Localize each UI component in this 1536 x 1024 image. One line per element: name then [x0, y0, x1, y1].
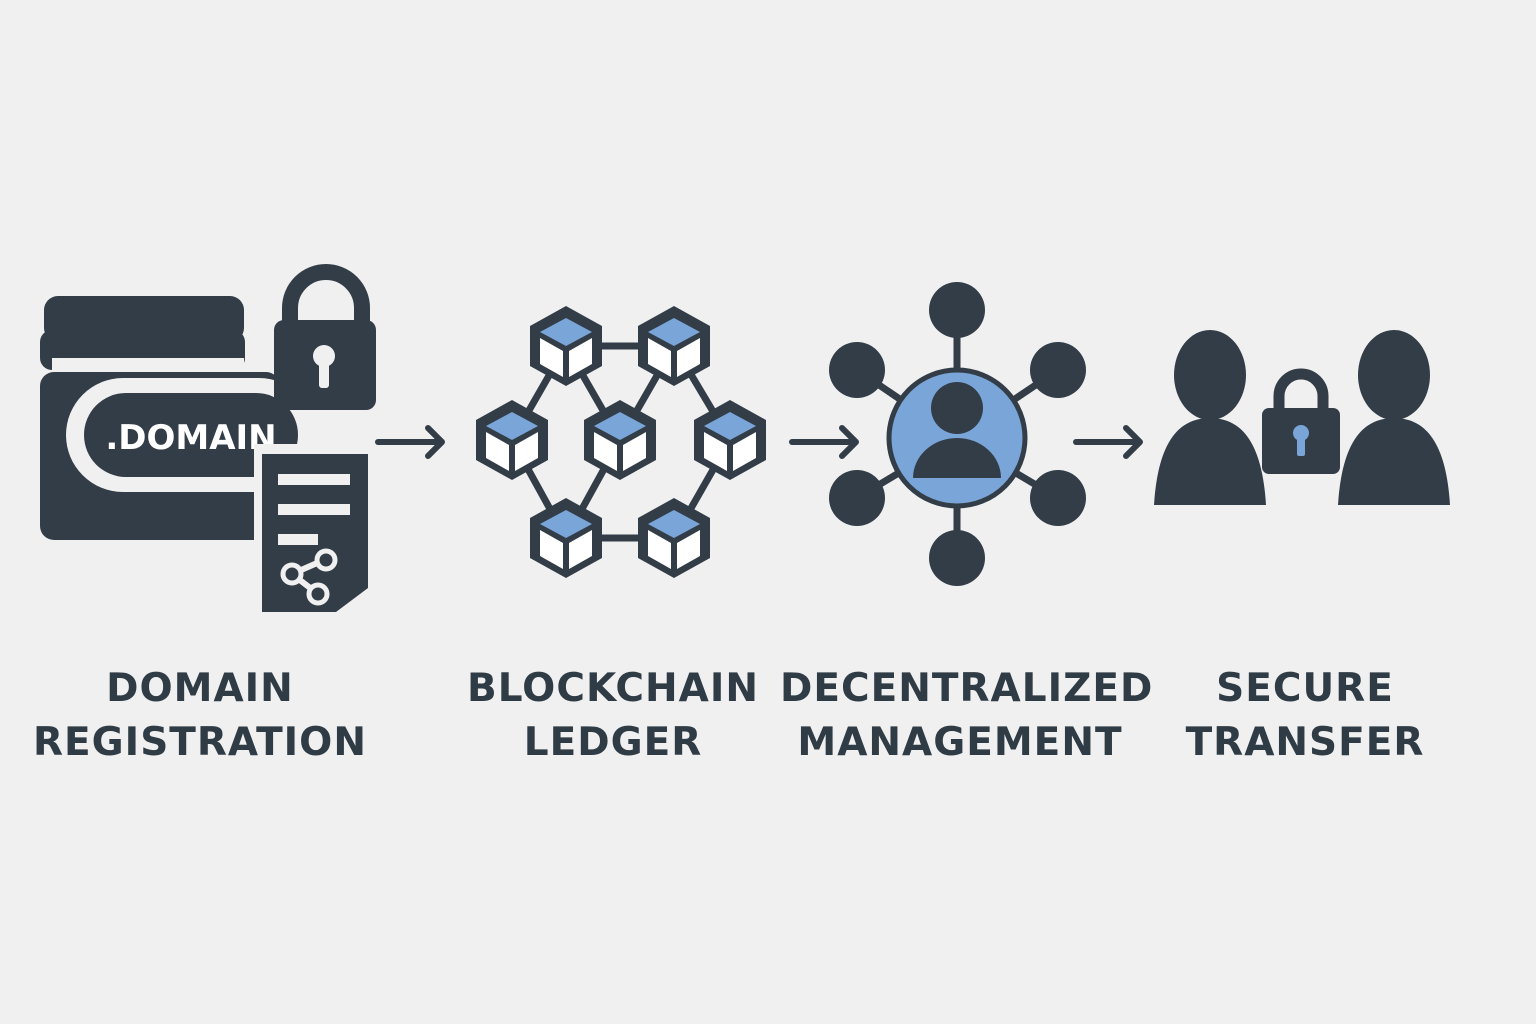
- block-cube: [530, 306, 602, 386]
- arrow-right-icon: [375, 425, 445, 459]
- network-user-icon: [829, 282, 1086, 586]
- step-label-line: LEDGER: [523, 720, 703, 765]
- block-cube: [476, 400, 548, 480]
- arrow-right-icon: [789, 425, 859, 459]
- block-cube: [638, 306, 710, 386]
- arrow-right-icon: [1073, 425, 1143, 459]
- block-cube: [694, 400, 766, 480]
- users-lock-icon: [1154, 330, 1450, 505]
- padlock-icon: [1262, 368, 1340, 474]
- step-label-line: TRANSFER: [1185, 720, 1425, 765]
- step-label-blockchain-ledger: BLOCKCHAIN LEDGER: [433, 662, 793, 770]
- step-label-domain-registration: DOMAIN REGISTRATION: [20, 662, 380, 770]
- step-label-line: REGISTRATION: [33, 720, 367, 765]
- user-left-icon: [1154, 330, 1266, 505]
- blockchain-cubes-icon: [476, 306, 766, 578]
- block-cube: [584, 400, 656, 480]
- padlock-icon: [274, 264, 376, 410]
- step-label-line: DECENTRALIZED: [780, 666, 1154, 711]
- step-label-line: DOMAIN: [106, 666, 294, 711]
- step-label-line: MANAGEMENT: [797, 720, 1123, 765]
- step-label-secure-transfer: SECURE TRANSFER: [1125, 662, 1485, 770]
- block-cube: [638, 498, 710, 578]
- domain-document-lock-icon: .DOMAIN: [40, 264, 380, 620]
- user-right-icon: [1338, 330, 1450, 505]
- domain-badge-text: .DOMAIN: [105, 418, 276, 458]
- block-cube: [530, 498, 602, 578]
- step-label-line: BLOCKCHAIN: [466, 666, 760, 711]
- shared-document-icon: [254, 444, 380, 620]
- step-label-line: SECURE: [1216, 666, 1394, 711]
- step-label-decentralized-management: DECENTRALIZED MANAGEMENT: [780, 662, 1154, 770]
